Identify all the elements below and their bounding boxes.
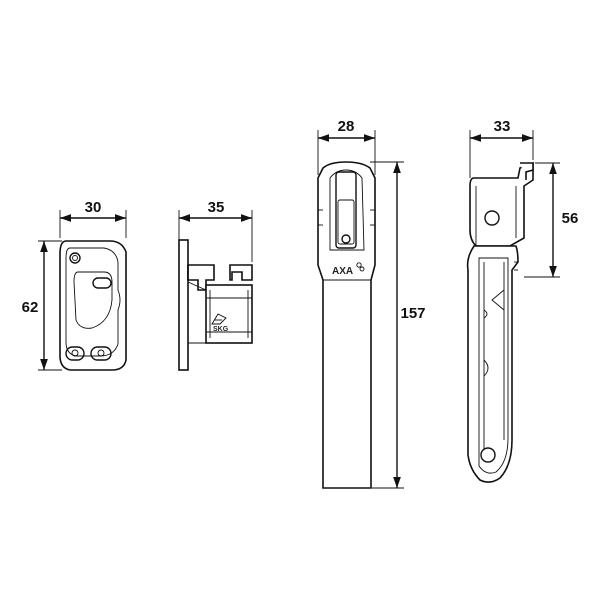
keep-front-view [59,240,127,371]
handle-width-label: 28 [338,118,355,135]
keep-slot-top [92,277,112,289]
keep-height-label: 62 [22,299,39,316]
dimension-keep-depth: 35 [178,199,253,262]
handle-side-depth-label: 33 [494,118,511,135]
handle-pivot-icon [341,234,351,244]
handle-brand-text: AXA [332,266,353,277]
handle-length-label: 157 [400,305,425,322]
keep-logo-text: SKG [213,326,229,333]
keep-logo-icon [211,313,227,325]
keep-depth-label: 35 [208,199,225,216]
dimension-handle-side-height: 56 [524,162,579,278]
handle-side-height-label: 56 [562,210,579,227]
dimension-handle-width: 28 [317,118,376,175]
keep-slot-bottom-right [90,346,112,361]
keep-screw-hole-top [69,252,81,264]
dimension-handle-side-depth: 33 [469,118,534,178]
dimension-keep-height: 62 [22,240,62,371]
handle-side-roller-icon [480,447,496,463]
dimension-handle-length: 157 [370,161,426,489]
handle-front-view: AXA [317,161,376,489]
handle-brand-icon [356,262,365,272]
keep-slot-bottom-left [65,346,85,361]
dimension-keep-width: 30 [59,199,127,238]
handle-side-view [466,161,534,483]
keep-width-label: 30 [85,199,102,216]
keep-side-view: SKG [178,239,253,371]
handle-side-hole-icon [484,210,500,226]
